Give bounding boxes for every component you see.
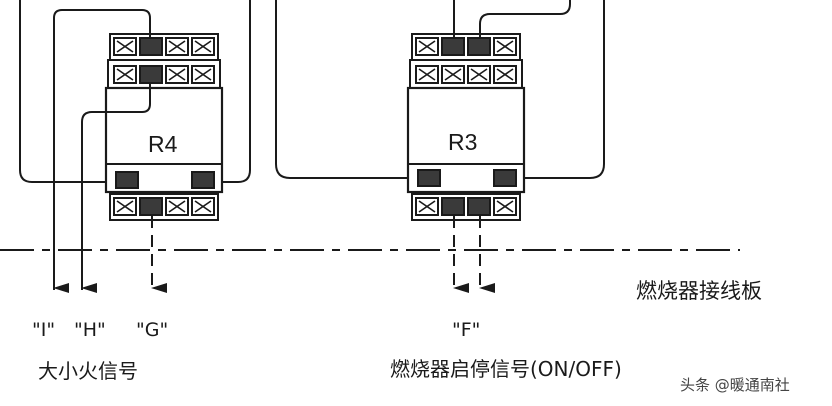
signal-label-i: "I"	[32, 319, 55, 341]
outer-loop-left	[19, 0, 251, 183]
r4-wires	[53, 9, 151, 290]
caption-high-low-fire: 大小火信号	[38, 359, 138, 383]
signal-label-h: "H"	[74, 319, 106, 341]
signal-label-f: "F"	[452, 319, 480, 341]
relay-r3-label: R3	[448, 129, 477, 155]
burner-terminal-board-label: 燃烧器接线板	[636, 279, 762, 303]
signal-arrows	[53, 216, 495, 293]
relay-r4	[104, 33, 224, 221]
relay-r4-label: R4	[148, 131, 178, 157]
outer-loop-right	[275, 0, 605, 179]
signal-label-g: "G"	[136, 319, 168, 341]
caption-burner-on-off: 燃烧器启停信号(ON/OFF)	[390, 357, 622, 381]
relay-r3	[406, 33, 526, 221]
watermark: 头条 @暖通南社	[680, 376, 790, 394]
r3-wires	[453, 0, 571, 38]
